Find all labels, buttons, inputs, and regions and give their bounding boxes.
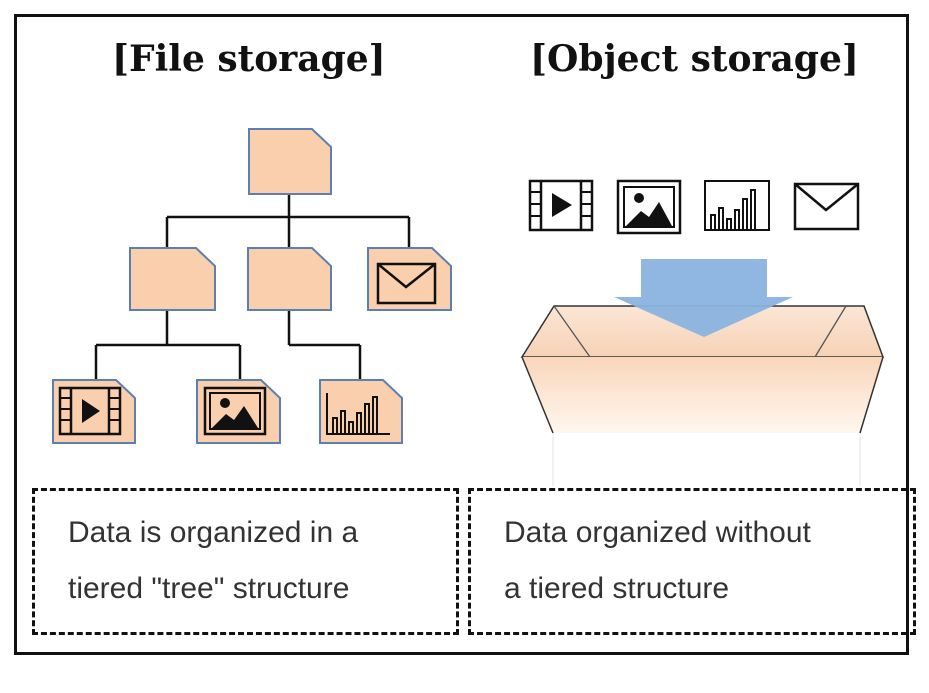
film-icon bbox=[58, 386, 122, 436]
folder-icon bbox=[52, 379, 136, 444]
diagram-frame bbox=[14, 14, 909, 655]
bar-chart-icon bbox=[326, 393, 390, 435]
folder-icon bbox=[319, 379, 403, 444]
object-storage-description: Data organized without a tiered structur… bbox=[468, 488, 916, 635]
down-arrow-icon bbox=[614, 259, 793, 337]
folder-icon bbox=[367, 247, 452, 311]
envelope-icon bbox=[793, 182, 860, 231]
file-storage-title: [File storage] bbox=[112, 38, 386, 80]
object-storage-title: [Object storage] bbox=[530, 38, 859, 80]
object-icons-row bbox=[528, 179, 860, 235]
folder-icon bbox=[196, 379, 281, 444]
folder-icon bbox=[129, 247, 216, 311]
description-line: tiered "tree" structure bbox=[68, 572, 350, 605]
envelope-icon bbox=[376, 262, 437, 305]
bar-chart-icon bbox=[704, 180, 770, 231]
picture-icon bbox=[203, 386, 267, 436]
description-line: a tiered structure bbox=[504, 572, 730, 605]
picture-icon bbox=[616, 179, 682, 235]
file-tree bbox=[94, 193, 411, 380]
file-storage-description: Data is organized in a tiered "tree" str… bbox=[32, 488, 459, 635]
film-icon bbox=[528, 179, 594, 232]
folder-icon bbox=[247, 247, 332, 311]
description-line: Data organized without bbox=[504, 516, 811, 549]
folder-icon bbox=[248, 128, 332, 195]
description-line: Data is organized in a bbox=[68, 516, 359, 549]
